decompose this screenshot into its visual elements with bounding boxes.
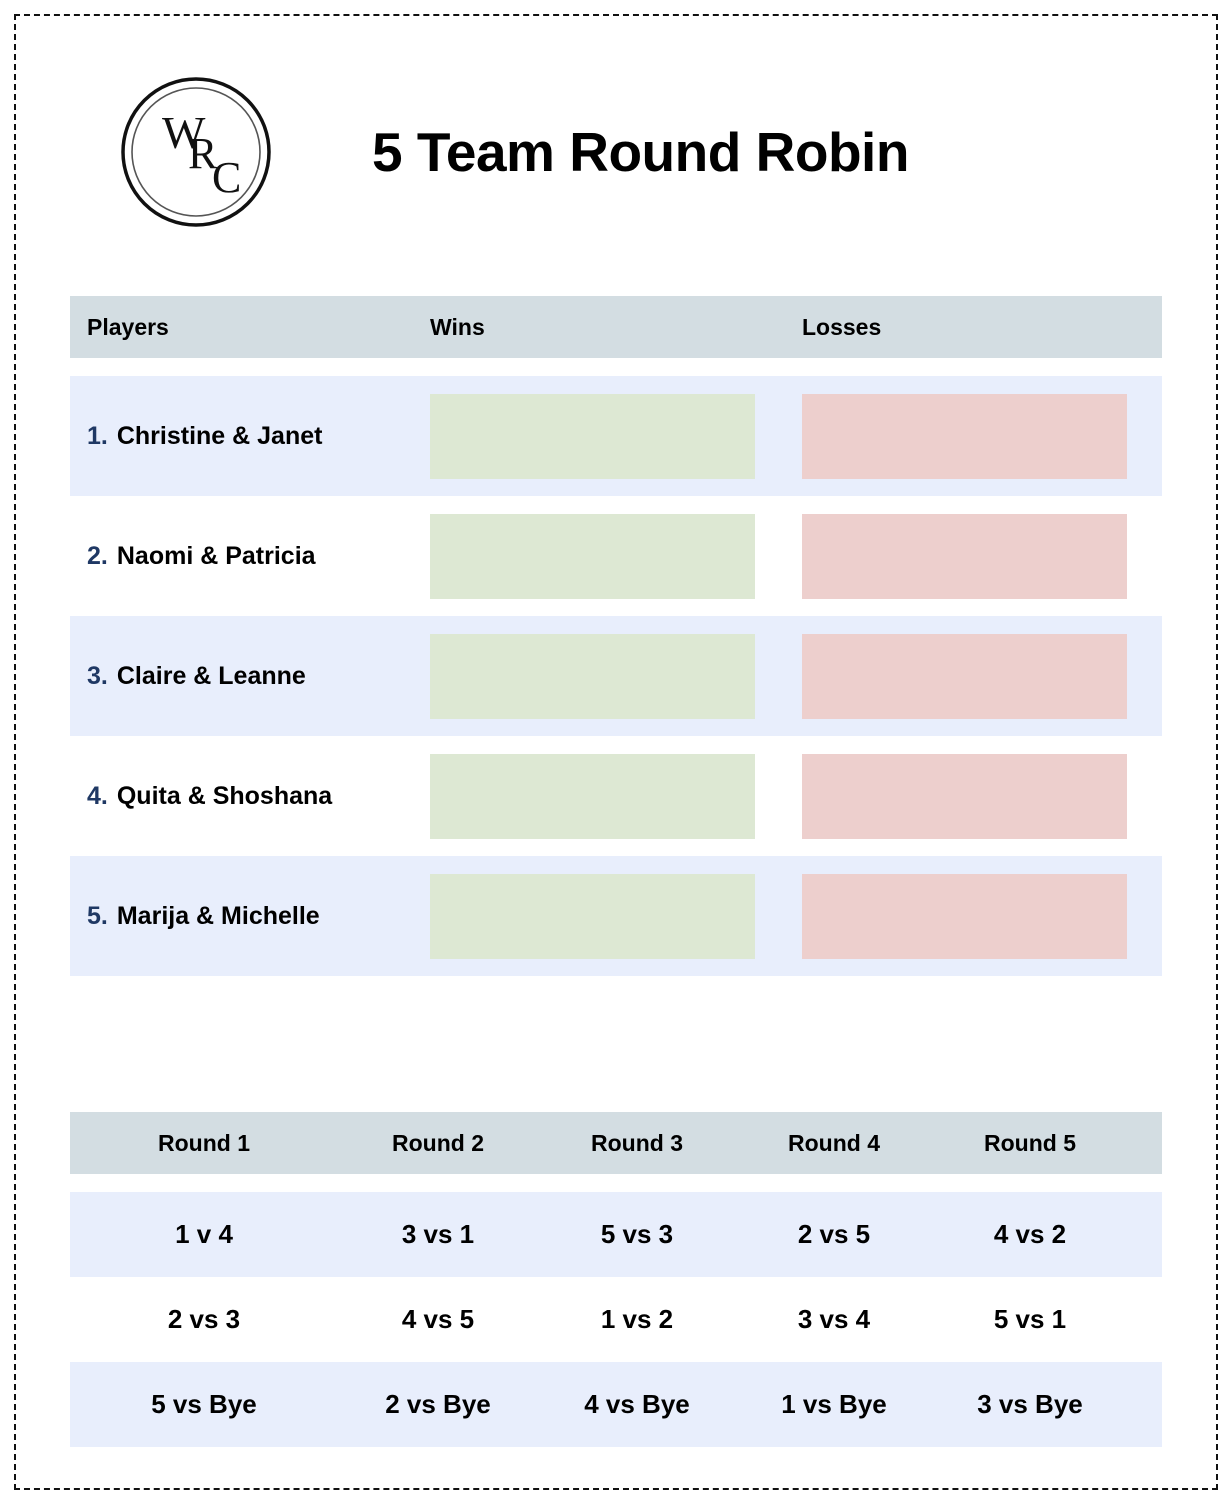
team-name: Quita & Shoshana [116, 781, 333, 810]
wins-input-box[interactable] [430, 633, 755, 719]
losses-input-box[interactable] [802, 753, 1127, 839]
wins-input-box[interactable] [430, 393, 755, 479]
table-row: 1. Christine & Janet [70, 376, 1162, 496]
table-row: 5 vs Bye 2 vs Bye 4 vs Bye 1 vs Bye 3 vs… [70, 1362, 1162, 1447]
column-header-round-4: Round 4 [788, 1129, 880, 1156]
wins-input-box[interactable] [430, 513, 755, 599]
column-header-round-2: Round 2 [392, 1129, 484, 1156]
match-cell: 2 vs Bye [385, 1389, 491, 1419]
losses-input-box[interactable] [802, 633, 1127, 719]
page-border [14, 14, 1218, 1490]
wins-cell [430, 633, 802, 719]
match-cell: 3 vs 1 [401, 1219, 475, 1249]
table-row: 5. Marija & Michelle [70, 856, 1162, 976]
match-cell: 2 vs 3 [167, 1304, 241, 1334]
table-row: 4. Quita & Shoshana [70, 736, 1162, 856]
wins-cell [430, 753, 802, 839]
player-name-cell: 5. Marija & Michelle [70, 902, 430, 931]
player-name-cell: 3. Claire & Leanne [70, 662, 430, 691]
wins-input-box[interactable] [430, 753, 755, 839]
table-row: 1 v 4 3 vs 1 5 vs 3 2 vs 5 4 vs 2 [70, 1192, 1162, 1277]
svg-text:R: R [188, 129, 218, 178]
column-header-losses: Losses [802, 313, 882, 340]
wins-cell [430, 393, 802, 479]
wins-input-box[interactable] [430, 873, 755, 959]
rank-number: 4. [87, 781, 108, 810]
team-name: Claire & Leanne [116, 661, 306, 690]
rank-number: 2. [87, 541, 108, 570]
losses-cell [802, 873, 1162, 959]
column-header-wins: Wins [430, 313, 485, 340]
losses-input-box[interactable] [802, 873, 1127, 959]
column-header-round-3: Round 3 [591, 1129, 683, 1156]
match-cell: 4 vs Bye [584, 1389, 690, 1419]
wrc-logo-icon: W R C [116, 76, 276, 228]
match-cell: 1 v 4 [175, 1219, 233, 1249]
standings-table: Players Wins Losses 1. Christine & Janet [70, 296, 1162, 976]
column-header-round-5: Round 5 [984, 1129, 1076, 1156]
team-name: Naomi & Patricia [116, 541, 316, 570]
schedule-body: 1 v 4 3 vs 1 5 vs 3 2 vs 5 4 vs 2 2 vs 3… [70, 1192, 1162, 1447]
rank-number: 1. [87, 421, 108, 450]
match-cell: 2 vs 5 [797, 1219, 871, 1249]
schedule-header-row: Round 1 Round 2 Round 3 Round 4 Round 5 [70, 1112, 1162, 1174]
page-title: 5 Team Round Robin [372, 121, 909, 183]
table-row: 2 vs 3 4 vs 5 1 vs 2 3 vs 4 5 vs 1 [70, 1277, 1162, 1362]
rank-number: 5. [87, 901, 108, 930]
svg-text:C: C [212, 153, 241, 202]
team-name: Christine & Janet [116, 421, 323, 450]
table-row: 3. Claire & Leanne [70, 616, 1162, 736]
schedule-table: Round 1 Round 2 Round 3 Round 4 Round 5 … [70, 1112, 1162, 1447]
losses-input-box[interactable] [802, 393, 1127, 479]
losses-input-box[interactable] [802, 513, 1127, 599]
losses-cell [802, 753, 1162, 839]
standings-header-row: Players Wins Losses [70, 296, 1162, 358]
wins-cell [430, 873, 802, 959]
match-cell: 1 vs Bye [781, 1389, 887, 1419]
rank-number: 3. [87, 661, 108, 690]
svg-text:W: W [162, 107, 206, 158]
team-name: Marija & Michelle [116, 901, 320, 930]
match-cell: 5 vs 1 [993, 1304, 1067, 1334]
standings-body: 1. Christine & Janet 2. Naomi & Patricia [70, 376, 1162, 976]
column-header-round-1: Round 1 [158, 1129, 250, 1156]
player-name-cell: 4. Quita & Shoshana [70, 782, 430, 811]
losses-cell [802, 633, 1162, 719]
match-cell: 5 vs Bye [151, 1389, 257, 1419]
wins-cell [430, 513, 802, 599]
match-cell: 3 vs 4 [797, 1304, 871, 1334]
player-name-cell: 2. Naomi & Patricia [70, 542, 430, 571]
document-header: W R C 5 Team Round Robin [70, 62, 1165, 242]
match-cell: 1 vs 2 [600, 1304, 674, 1334]
match-cell: 4 vs 5 [401, 1304, 475, 1334]
player-name-cell: 1. Christine & Janet [70, 422, 430, 451]
match-cell: 3 vs Bye [977, 1389, 1083, 1419]
losses-cell [802, 513, 1162, 599]
losses-cell [802, 393, 1162, 479]
match-cell: 4 vs 2 [993, 1219, 1067, 1249]
column-header-players: Players [87, 313, 169, 340]
match-cell: 5 vs 3 [600, 1219, 674, 1249]
table-row: 2. Naomi & Patricia [70, 496, 1162, 616]
